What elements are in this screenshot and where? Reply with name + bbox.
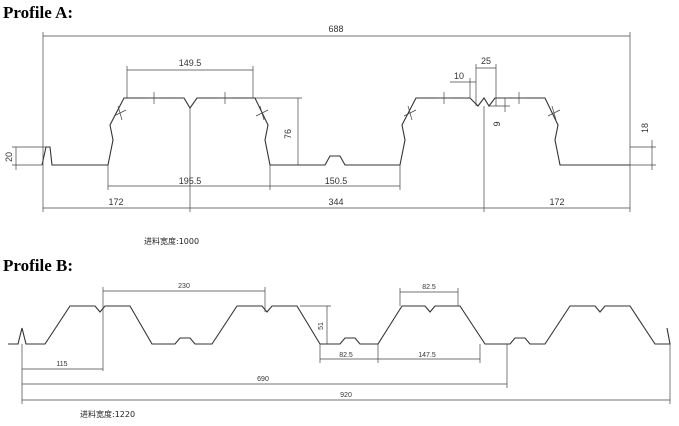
profile-b-outline [8, 305, 671, 345]
dim-a-rib-height-line [255, 97, 302, 165]
profile-a-feed-width: 进料宽度:1000 [144, 236, 199, 246]
dim-a-left-segment-label: 172 [108, 197, 123, 207]
dim-a-right-edge-line [630, 140, 656, 170]
profile-a-title: Profile A: [3, 4, 73, 21]
dim-a-total-line [42, 32, 631, 212]
dim-a-edge-height-line [12, 146, 46, 170]
dim-b-bottom-lines [319, 344, 481, 363]
dim-a-stiffener-width-label: 25 [481, 56, 491, 66]
dim-a-bottom-flange-label: 150.5 [325, 176, 348, 186]
profile-b-drawing: 230 82.5 51 82.5 147.5 115 690 920 进料宽度:… [8, 283, 671, 419]
dim-a-segments-line [42, 106, 630, 212]
profile-b-title: Profile B: [3, 257, 73, 274]
profile-a-outline [41, 97, 630, 166]
dim-b-pitch-label: 230 [178, 283, 190, 290]
profile-b-title-text: Profile B [3, 256, 68, 275]
dim-b-middle-span-label: 690 [257, 376, 269, 383]
dim-a-bottom-flange-line [270, 165, 401, 190]
dim-b-total-line [22, 344, 671, 404]
dim-a-stiffener-offset-label: 10 [454, 71, 464, 81]
dim-b-total-label: 920 [340, 392, 352, 399]
dim-b-bottom-flange-label: 82.5 [339, 352, 353, 359]
dim-b-top-flange-label: 82.5 [422, 284, 436, 291]
profile-a-drawing: 688 149.5 76 20 195.5 150.5 172 344 172 [4, 24, 656, 246]
dim-a-edge-height-label: 20 [4, 152, 14, 162]
dim-a-right-edge-label: 18 [640, 123, 650, 133]
dim-a-total-label: 688 [328, 24, 343, 34]
dim-b-pitch-line [102, 287, 266, 371]
dim-a-rib-height-label: 76 [283, 129, 293, 139]
profile-a-weld-marks [113, 92, 561, 121]
profile-b-title-colon: : [67, 256, 74, 275]
dim-a-stiffener-depth-label: 9 [492, 121, 502, 126]
dim-b-left-segment-label: 115 [56, 361, 67, 368]
dim-a-stiffener-lines [450, 64, 510, 112]
dim-b-rib-height-label: 51 [318, 322, 325, 330]
dim-b-middle-span-line [22, 344, 508, 388]
profile-b-feed-width: 进料宽度:1220 [80, 409, 135, 419]
profile-a-title-colon: : [67, 3, 74, 22]
profile-a-title-text: Profile A [3, 3, 68, 22]
dim-a-top-flange-label: 149.5 [179, 58, 202, 68]
dim-a-right-segment-label: 172 [549, 197, 564, 207]
dim-a-top-flange-line [126, 66, 254, 98]
dim-a-pitch-line [107, 108, 271, 212]
dim-b-top-flange-line [399, 288, 459, 306]
dim-a-pitch-label: 195.5 [179, 176, 202, 186]
dim-b-left-segment-line [21, 344, 103, 404]
dim-b-bottom-span-label: 147.5 [418, 352, 436, 359]
dim-b-rib-height-line [300, 305, 331, 344]
dim-a-middle-segment-label: 344 [328, 197, 343, 207]
